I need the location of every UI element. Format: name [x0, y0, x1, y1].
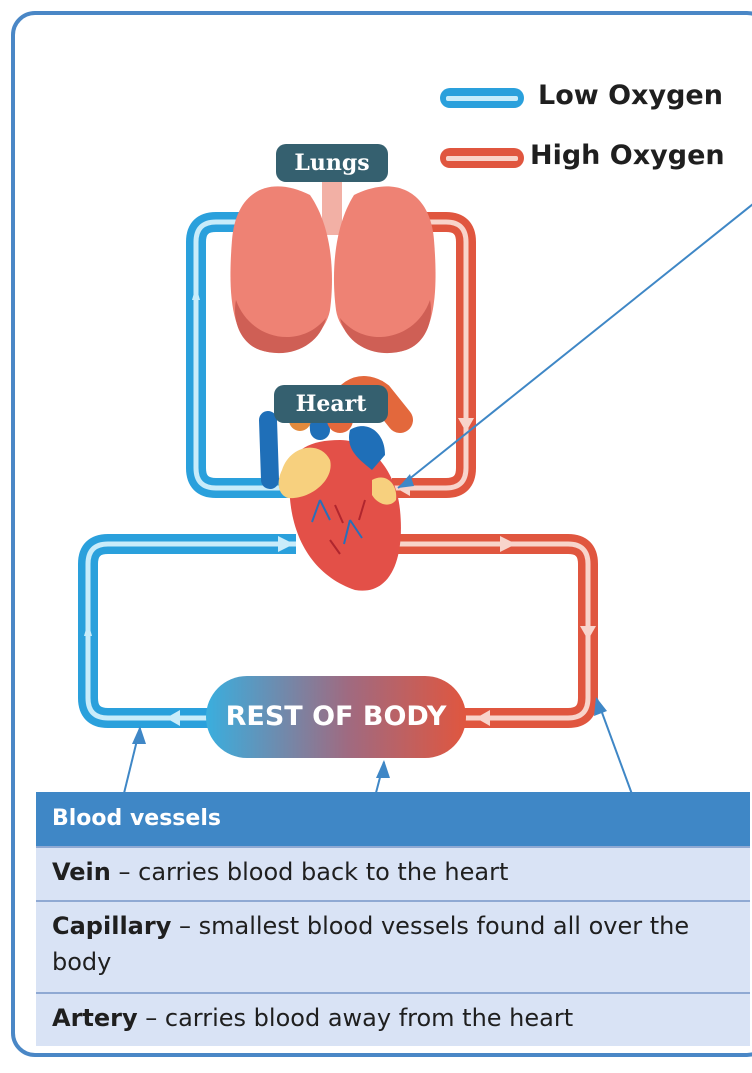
legend-high-swatch: [440, 148, 524, 168]
lungs-label: Lungs: [276, 144, 388, 182]
pointer-arrowhead-icon: [376, 760, 390, 778]
legend-low-label: Low Oxygen: [538, 80, 723, 111]
term-vein: Vein: [52, 858, 111, 886]
table-row: Artery – carries blood away from the hea…: [36, 992, 750, 1046]
legend-low-swatch: [440, 88, 524, 108]
table-row: Vein – carries blood back to the heart: [36, 846, 750, 900]
desc-artery: – carries blood away from the heart: [138, 1004, 574, 1032]
pointer-arrowhead-icon: [594, 697, 607, 716]
pointer-valve-line: [398, 200, 752, 488]
term-capillary: Capillary: [52, 912, 171, 940]
table-row: Capillary – smallest blood vessels found…: [36, 900, 750, 992]
table-header: Blood vessels: [36, 792, 750, 846]
rest-of-body-label: REST OF BODY: [206, 676, 466, 758]
pointer-arrowhead-icon: [132, 726, 146, 744]
term-artery: Artery: [52, 1004, 138, 1032]
blood-vessels-table: Blood vessels Vein – carries blood back …: [36, 792, 750, 1046]
heart-label: Heart: [274, 385, 388, 423]
lungs-illustration: [230, 175, 435, 353]
legend-high-label: High Oxygen: [530, 140, 725, 171]
desc-vein: – carries blood back to the heart: [111, 858, 509, 886]
